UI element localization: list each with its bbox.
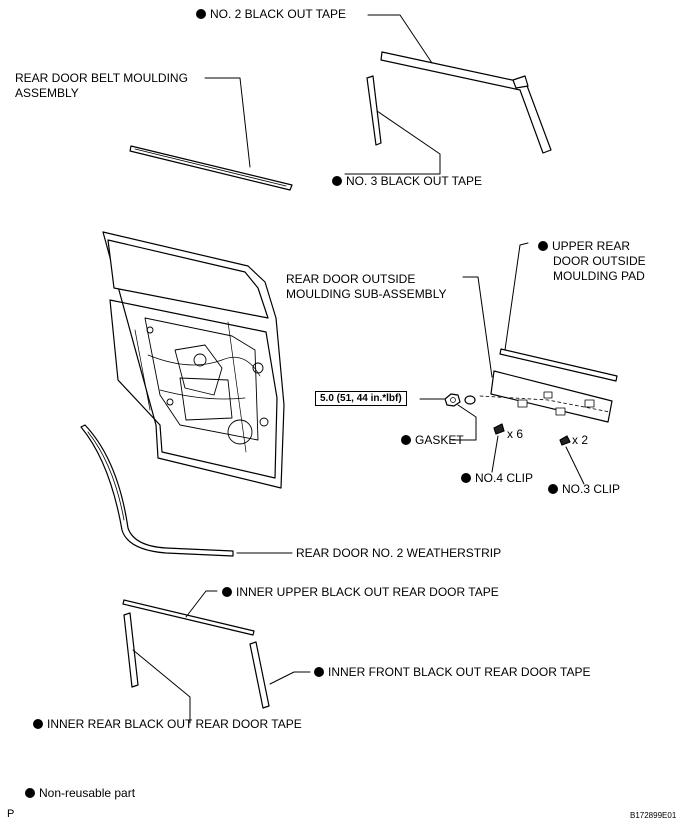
inner-front-tape [249, 641, 270, 709]
non-reusable-bullet-icon [538, 241, 548, 251]
no3-black-out-tape [366, 75, 382, 146]
inner-rear-tape-label: INNER REAR BLACK OUT REAR DOOR TAPE [33, 717, 302, 732]
no2-black-out-tape [380, 51, 552, 154]
no3-clip-label: NO.3 CLIP [548, 482, 620, 497]
belt-moulding-label-line2: ASSEMBLY [15, 86, 79, 100]
inner-front-tape-label: INNER FRONT BLACK OUT REAR DOOR TAPE [314, 665, 591, 680]
weatherstrip-label: REAR DOOR NO. 2 WEATHERSTRIP [296, 546, 502, 560]
non-reusable-bullet-icon [332, 176, 342, 186]
leader-lines-lower [132, 590, 311, 724]
outside-moulding-label-line1: REAR DOOR OUTSIDE [286, 272, 416, 286]
no4-clip-label: NO.4 CLIP [461, 471, 533, 486]
torque-nut [444, 393, 461, 407]
no2-black-out-tape-label: NO. 2 BLACK OUT TAPE [196, 7, 346, 22]
belt-moulding-assembly [129, 145, 293, 191]
gasket-part [464, 395, 476, 405]
outside-moulding [479, 370, 613, 423]
belt-moulding-label: REAR DOOR BELT MOULDING ASSEMBLY [15, 71, 188, 101]
no3-black-out-tape-label: NO. 3 BLACK OUT TAPE [332, 174, 482, 189]
weatherstrip [80, 424, 234, 557]
non-reusable-bullet-icon [548, 484, 558, 494]
no3-clip-quantity: x 2 [572, 433, 589, 447]
inner-upper-tape-label: INNER UPPER BLACK OUT REAR DOOR TAPE [222, 585, 499, 600]
torque-spec-box: 5.0 (51, 44 in.*lbf) [315, 391, 407, 406]
upper-moulding-pad-label-line2: DOOR OUTSIDE [553, 254, 646, 268]
leader-lines-middle [236, 242, 585, 554]
non-reusable-bullet-icon [314, 667, 324, 677]
gasket-label: GASKET [401, 433, 464, 448]
no3-clip-part [559, 435, 571, 446]
belt-moulding-label-line1: REAR DOOR BELT MOULDING [15, 71, 188, 85]
non-reusable-bullet-icon [33, 719, 43, 729]
non-reusable-bullet-icon [461, 473, 471, 483]
upper-moulding-pad-label-line3: MOULDING PAD [553, 269, 645, 283]
non-reusable-bullet-icon [25, 788, 35, 798]
legend-text: Non-reusable part [39, 786, 136, 800]
rear-door-panel [102, 231, 285, 489]
no4-clip-part [493, 423, 505, 435]
non-reusable-bullet-icon [196, 9, 206, 19]
outside-moulding-label: REAR DOOR OUTSIDE MOULDING SUB-ASSEMBLY [286, 272, 446, 302]
non-reusable-bullet-icon [222, 587, 232, 597]
upper-moulding-pad-label: UPPER REAR DOOR OUTSIDE MOULDING PAD [538, 239, 646, 284]
legend: Non-reusable part [25, 786, 135, 801]
outside-moulding-label-line2: MOULDING SUB-ASSEMBLY [286, 287, 447, 301]
inner-rear-tape [123, 612, 139, 688]
inner-upper-tape [122, 599, 255, 636]
figure-code: B172899E01 [630, 811, 677, 820]
no4-clip-quantity: x 6 [507, 427, 524, 441]
leader-lines-upper [204, 14, 441, 175]
page-marker: P [7, 808, 15, 820]
upper-moulding-pad [499, 348, 618, 382]
non-reusable-bullet-icon [401, 435, 411, 445]
